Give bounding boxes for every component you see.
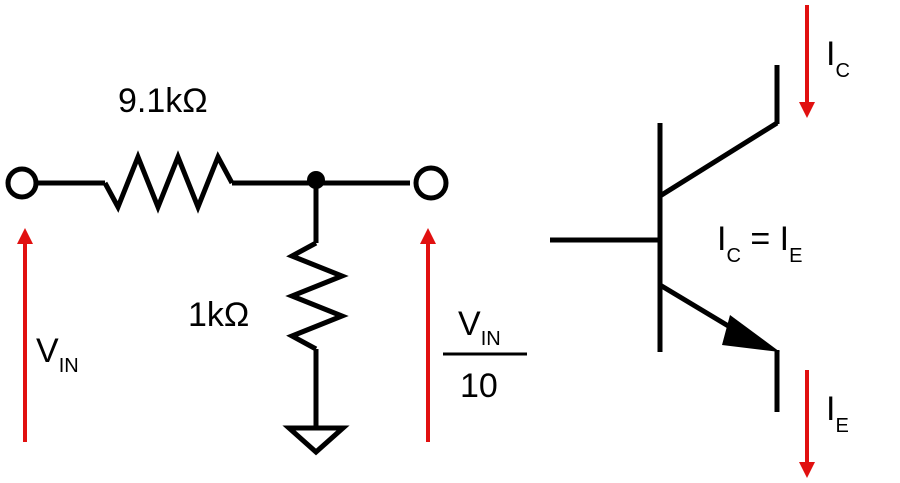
junction-node (307, 171, 325, 189)
vout-denominator: 10 (460, 367, 498, 405)
vout-numerator: VIN (458, 305, 501, 350)
resistor-top-symbol (102, 150, 235, 214)
voltage-divider (5, 150, 449, 456)
resistor-top-label: 9.1kΩ (118, 82, 208, 120)
vin-label: VIN (36, 332, 79, 377)
current-equation: IC = IE (717, 220, 802, 267)
emitter-arrowhead (722, 315, 780, 352)
resistor-bottom-symbol (285, 240, 349, 352)
ic-label: IC (826, 35, 850, 82)
npn-transistor (550, 65, 780, 412)
ie-label: IE (826, 390, 849, 437)
collector-diagonal (658, 120, 779, 199)
ground-symbol (282, 425, 350, 456)
resistor-bottom-label: 1kΩ (188, 296, 249, 334)
input-terminal (5, 166, 39, 200)
output-terminal (413, 165, 449, 201)
